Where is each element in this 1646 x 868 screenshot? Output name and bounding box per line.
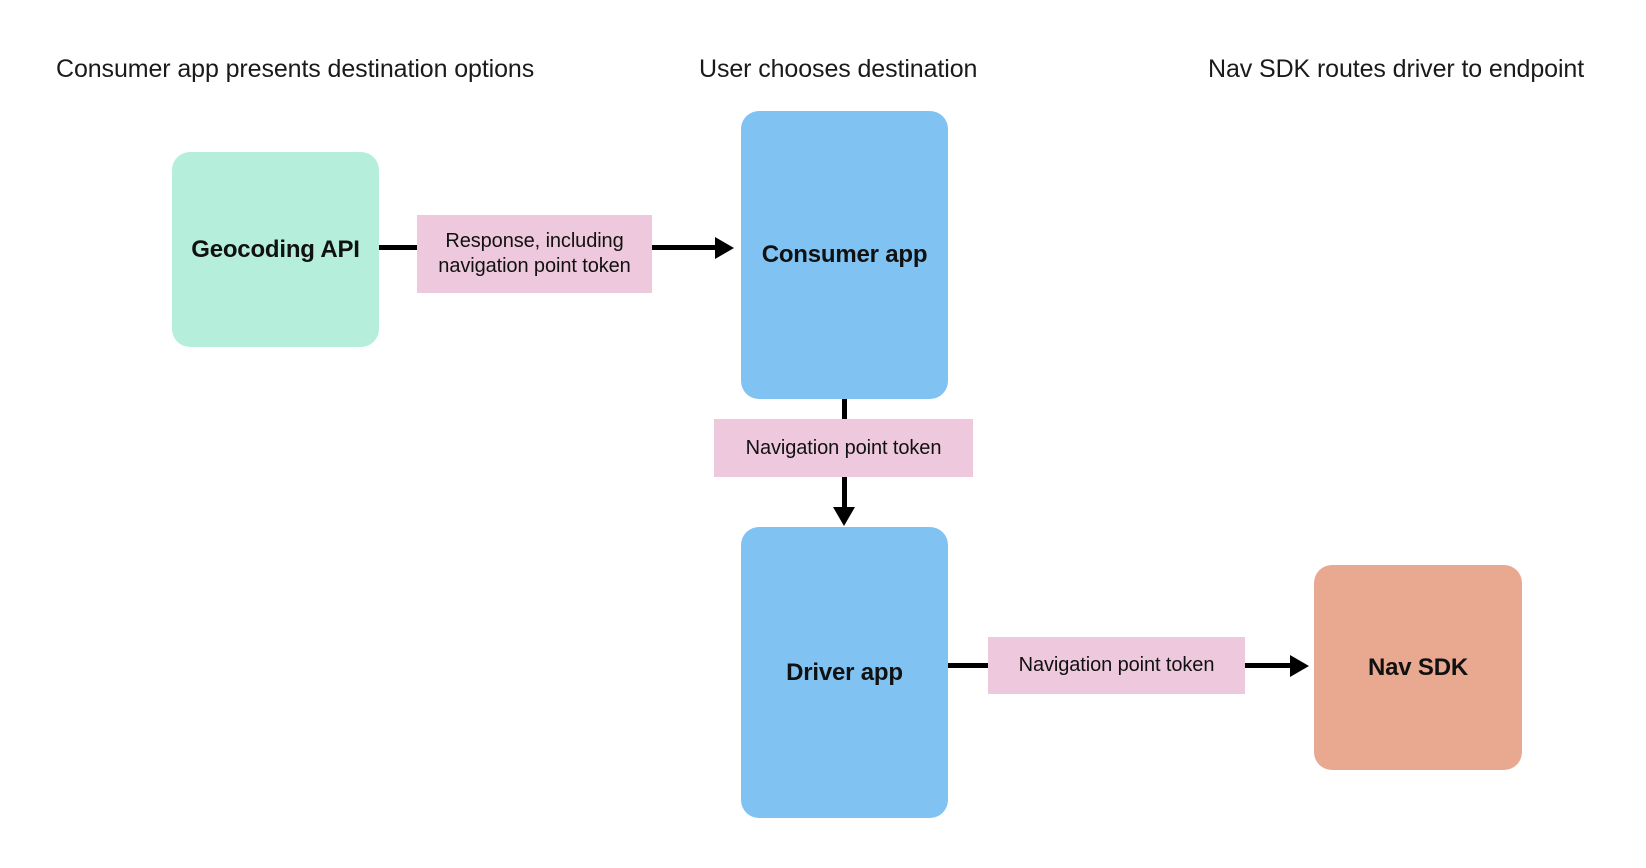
node-consumer-app[interactable]: Consumer app (741, 111, 948, 399)
arrowhead-right-icon-driver-to-navsdk (1290, 655, 1309, 677)
edge-label-geocoding-to-consumer: Response, including navigation point tok… (417, 215, 652, 293)
node-driver-app-label: Driver app (786, 658, 903, 686)
node-geocoding-api-label: Geocoding API (191, 235, 360, 263)
column-header-consumer: Consumer app presents destination option… (56, 55, 535, 83)
edge-label-driver-to-navsdk: Navigation point token (988, 637, 1245, 694)
column-header-user: User chooses destination (699, 55, 978, 83)
node-nav-sdk-label: Nav SDK (1368, 653, 1468, 681)
edge-label-geocoding-to-consumer-text: Response, including navigation point tok… (438, 230, 631, 277)
edge-label-driver-to-navsdk-text: Navigation point token (1018, 654, 1215, 676)
arrowhead-down-icon-consumer-to-driver (833, 507, 855, 526)
edge-label-consumer-to-driver-text: Navigation point token (745, 436, 942, 459)
node-driver-app[interactable]: Driver app (741, 527, 948, 818)
column-header-navsdk: Nav SDK routes driver to endpoint (1208, 55, 1585, 83)
arrowhead-right-icon-geocoding-to-consumer (715, 237, 734, 259)
node-geocoding-api[interactable]: Geocoding API (172, 152, 379, 347)
node-nav-sdk[interactable]: Nav SDK (1314, 565, 1522, 770)
node-consumer-app-label: Consumer app (761, 241, 928, 268)
edge-label-consumer-to-driver: Navigation point token (714, 419, 973, 477)
